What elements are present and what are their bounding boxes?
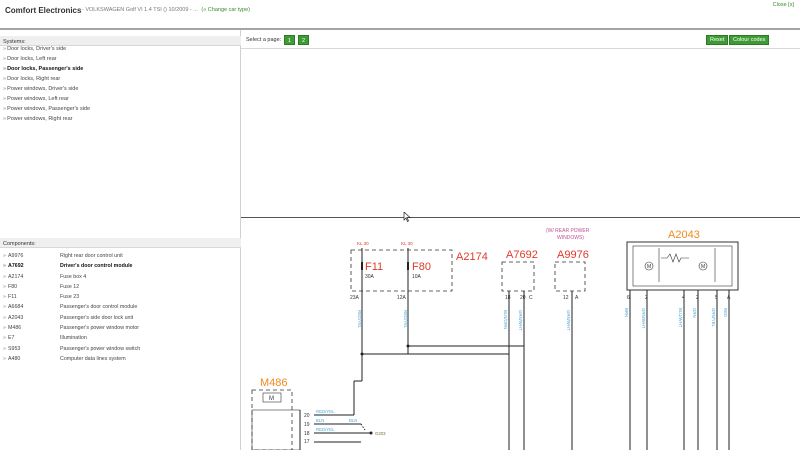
components-heading: Components: — [0, 238, 241, 248]
m486-pin-19: 19 — [304, 422, 310, 428]
select-page-label: Select a page: — [246, 37, 282, 43]
pin-23a: 23A — [350, 295, 360, 301]
wire-label-a2043: RED — [723, 308, 728, 317]
wire-label-a2043: BLU/WHT — [678, 308, 683, 328]
a9976-box — [554, 261, 586, 292]
a2043-inner-box — [632, 245, 733, 287]
a2043-label: A2043 — [668, 229, 700, 241]
a7692-pin-20: 20 — [520, 295, 526, 301]
a2043-pin: 6 — [627, 295, 630, 301]
top-separator — [0, 28, 800, 30]
system-item[interactable]: »Door locks, Left rear — [3, 56, 57, 62]
a2043-motor-2-m: M — [701, 264, 705, 270]
a2043-motor-2-icon — [698, 261, 708, 271]
top-bar: Comfort Electronics - VOLKSWAGEN Golf VI… — [0, 0, 800, 28]
g203-label: G203 — [375, 431, 386, 436]
system-item[interactable]: »Power windows, Left rear — [3, 96, 69, 102]
wire-label-a7692-b: GRN/WHT — [518, 310, 523, 331]
wire-label-a2043: GRN/YEL — [711, 308, 716, 327]
f80-label: F80 — [412, 261, 431, 273]
a2043-motor-1-m: M — [647, 264, 651, 270]
m486-pin-18: 18 — [304, 431, 310, 437]
close-link[interactable]: Close [x] — [772, 2, 794, 8]
mouse-cursor-icon — [403, 212, 411, 222]
f11-rating: 30A — [365, 274, 375, 280]
m486-wire-19-dash — [360, 423, 366, 431]
g203-junction-dot — [369, 431, 373, 435]
m486-motor-m: M — [269, 396, 274, 402]
page-2-button[interactable]: 2 — [298, 35, 309, 45]
wire-label-a9976: GRN/WHT — [566, 310, 571, 331]
rear-power-note-1: (W/ REAR POWER — [546, 228, 590, 234]
app-title: Comfort Electronics — [5, 6, 82, 15]
a2043-motor-1-icon — [644, 261, 654, 271]
f11-label: F11 — [365, 261, 383, 273]
system-item[interactable]: »Door locks, Right rear — [3, 76, 61, 82]
wire-label-a2043: BRN — [624, 308, 629, 317]
m486-wire-label-19: BLN — [316, 418, 324, 423]
kl30-label-2: KL 30 — [401, 241, 413, 246]
a7692-pin-18: 18 — [505, 295, 511, 301]
system-item[interactable]: »Power windows, Right rear — [3, 116, 73, 122]
colour-codes-button[interactable]: Colour codes — [729, 35, 770, 45]
a9976-pin-12: 12 — [563, 295, 569, 301]
a7692-box — [501, 261, 535, 292]
system-item[interactable]: »Power windows, Passenger's side — [3, 106, 91, 112]
diagram-panel: Select a page: 1 2 Reset Colour codes — [241, 30, 800, 450]
junction-dot — [406, 344, 410, 348]
a9976-label: A9976 — [557, 249, 589, 261]
rear-power-note-2: WINDOWS) — [557, 235, 584, 241]
kl30-label-1: KL 30 — [357, 241, 369, 246]
system-item-active[interactable]: »Door locks, Passenger's side — [3, 66, 84, 72]
f80-rating: 10A — [412, 274, 422, 280]
f80-fuse-link — [407, 262, 409, 270]
wire-label-f11: RED/YEL — [357, 310, 362, 329]
a2043-box — [626, 241, 739, 291]
reset-button[interactable]: Reset — [706, 35, 729, 45]
m486-wire-label-19b: BLN — [349, 418, 357, 423]
a2174-label: A2174 — [456, 251, 488, 263]
page-toolbar: Select a page: 1 2 Reset Colour codes — [241, 30, 800, 49]
wire-label-a2043: GRN/WHT — [641, 308, 646, 329]
a2174-box — [350, 249, 453, 292]
change-car-link[interactable]: (« Change car type) — [201, 7, 250, 13]
m486-pin-20: 20 — [304, 413, 310, 419]
panel-divider — [241, 217, 800, 218]
a2043-resistor — [661, 253, 689, 263]
wire-label-a2043: GRN — [692, 308, 697, 318]
wiring-diagram: KL 30 KL 30 F11 30A F80 10A A2174 23A 12… — [251, 228, 739, 450]
vehicle-info: - VOLKSWAGEN Golf VI 1.4 TSI () 10/2009 … — [82, 7, 250, 13]
m486-motor-icon — [262, 392, 282, 403]
m486-connector — [251, 409, 301, 450]
wire-label-a7692-a: BLN/ORN — [503, 310, 508, 329]
pin-12a: 12A — [397, 295, 407, 301]
page-1-button[interactable]: 1 — [284, 35, 295, 45]
system-item[interactable]: »Door locks, Driver's side — [3, 46, 67, 52]
m486-pin-17: 17 — [304, 439, 310, 445]
a7692-pin-c: C — [529, 295, 533, 301]
m486-wire-label-18: RED/YEL — [316, 427, 335, 432]
systems-heading: Systems: — [0, 36, 241, 46]
m486-label: M486 — [260, 377, 288, 389]
a7692-label: A7692 — [506, 249, 538, 261]
m486-wire-label-20: RED/YEL — [316, 409, 335, 414]
systems-list: »Door locks, Driver's side »Door locks, … — [0, 44, 241, 124]
wire-label-f80: RED/YEL — [403, 310, 408, 329]
f11-fuse-link — [361, 262, 363, 270]
a9976-pin-a: A — [575, 295, 579, 301]
vehicle-text: - VOLKSWAGEN Golf VI 1.4 TSI () 10/2009 … — [82, 7, 198, 13]
system-item[interactable]: »Power windows, Driver's side — [3, 86, 79, 92]
